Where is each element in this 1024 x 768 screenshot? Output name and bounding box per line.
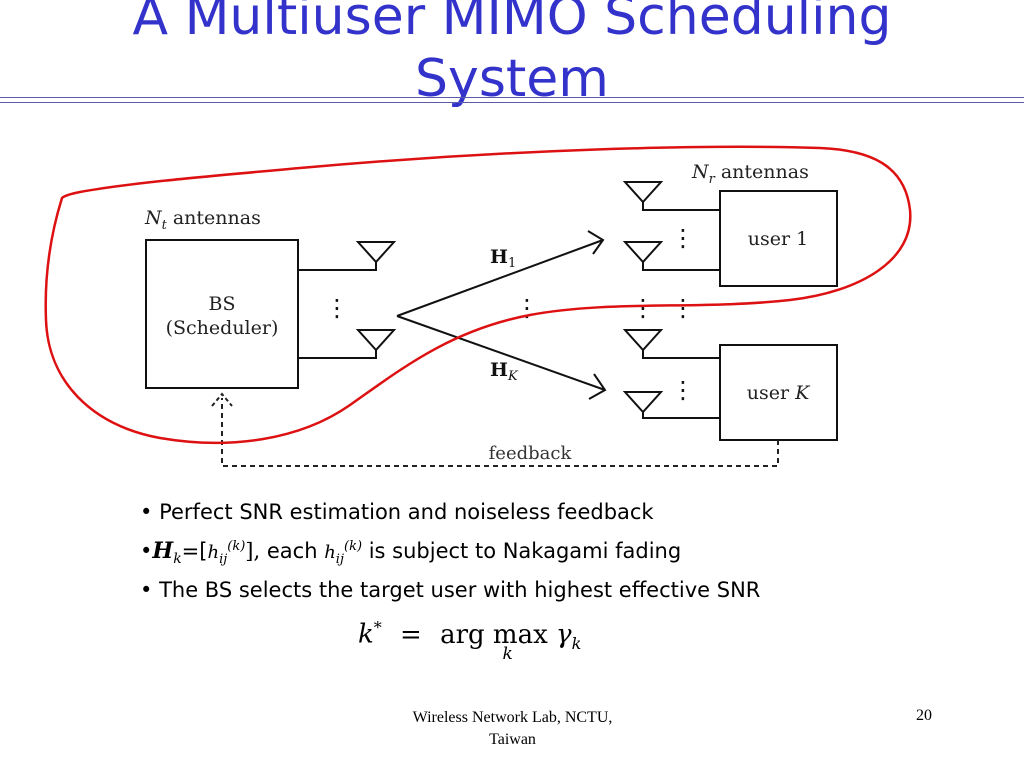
user1-antenna-n-icon	[624, 241, 662, 263]
userk-antenna-1-feed	[642, 350, 720, 359]
channel-h1-arrow	[396, 239, 604, 317]
channel-hk-label: HK	[490, 359, 519, 384]
bullet-3: • The BS selects the target user with hi…	[140, 578, 760, 602]
bullet-1: • Perfect SNR estimation and noiseless f…	[140, 500, 654, 524]
channel-hk-arrow	[396, 315, 606, 391]
title-line-2: System	[415, 49, 609, 109]
bullet-1-text: Perfect SNR estimation and noiseless fee…	[159, 500, 654, 524]
eq-lhs: k	[358, 619, 374, 650]
bs-antenna-n-icon	[357, 329, 395, 351]
footer-lab: Wireless Network Lab, NCTU, Taiwan	[380, 707, 645, 751]
bullet-3-text: The BS selects the target user with high…	[159, 578, 761, 602]
element-h-superscript: (k)	[227, 539, 246, 554]
bullet-marker: •	[140, 539, 153, 563]
eq-equals: =	[400, 619, 422, 650]
element-h-symbol: h	[207, 542, 220, 563]
bs-antenna-1-feed	[298, 262, 377, 271]
bullet-marker: •	[140, 500, 153, 524]
element-h-subscript-2: ij	[335, 552, 344, 568]
matrix-close: ],	[245, 539, 261, 563]
channel-h1-label: H1	[490, 246, 516, 271]
eq-under: k	[502, 643, 513, 664]
title-line-1: A Multiuser MIMO Scheduling	[132, 0, 892, 47]
eq-argmax: arg max k	[440, 619, 548, 664]
bs-antenna-dots: ⋮	[325, 294, 349, 322]
user1-box	[719, 190, 838, 287]
feedback-arrowhead	[211, 392, 233, 407]
eq-rhs: γ	[556, 619, 572, 650]
selected-region-outline	[44, 145, 912, 445]
bs-scheduler-label: (Scheduler)	[166, 317, 279, 339]
feedback-path	[221, 398, 779, 467]
user1-antenna-1-icon	[624, 181, 662, 203]
element-h-subscript: ij	[219, 552, 228, 568]
channel-h1-arrowhead	[587, 230, 605, 255]
user1-antenna-1-feed	[642, 202, 720, 211]
footer-lab-line-1: Wireless Network Lab, NCTU,	[412, 709, 613, 726]
bs-antenna-1-icon	[357, 241, 395, 263]
eq-star: *	[373, 618, 382, 637]
user1-label: user 1	[748, 228, 808, 250]
bs-box	[145, 239, 299, 389]
feedback-label: feedback	[489, 443, 573, 464]
argmax-equation: k* = arg max k γk	[358, 618, 582, 664]
bullet-marker: •	[140, 578, 153, 602]
eq-operator: arg max	[440, 619, 548, 650]
user-dots-right: ⋮	[671, 294, 695, 322]
page-number: 20	[916, 707, 932, 724]
title-rule-bottom	[0, 102, 1024, 103]
eq-rhs-sub: k	[571, 633, 582, 653]
channel-hk-arrowhead	[588, 373, 607, 400]
matrix-h-symbol: H	[152, 538, 174, 564]
title-rule-top	[0, 97, 1024, 98]
footer-lab-line-2: Taiwan	[489, 731, 536, 748]
user1-antenna-n-feed	[642, 262, 720, 271]
element-h-superscript-2: (k)	[344, 539, 363, 554]
userk-antenna-1-icon	[624, 329, 662, 351]
bullet-2-each: each	[266, 539, 318, 563]
bs-label: BS	[209, 293, 236, 315]
matrix-eq-open: =[	[181, 539, 208, 563]
element-h-symbol-2: h	[324, 542, 336, 563]
user1-antenna-dots: ⋮	[671, 224, 695, 252]
bs-antenna-n-feed	[298, 350, 377, 359]
bullet-2: •Hk=[hij(k)], each hij(k) is subject to …	[140, 538, 681, 567]
bullet-2-text: is subject to Nakagami fading	[368, 539, 682, 563]
user-dots-left: ⋮	[631, 294, 655, 322]
userk-antenna-n-icon	[624, 391, 662, 413]
userk-antenna-n-feed	[642, 412, 720, 419]
matrix-h-subscript: k	[173, 551, 182, 568]
userk-antenna-dots: ⋮	[671, 376, 695, 404]
slide-title: A Multiuser MIMO Scheduling System	[0, 0, 1024, 110]
